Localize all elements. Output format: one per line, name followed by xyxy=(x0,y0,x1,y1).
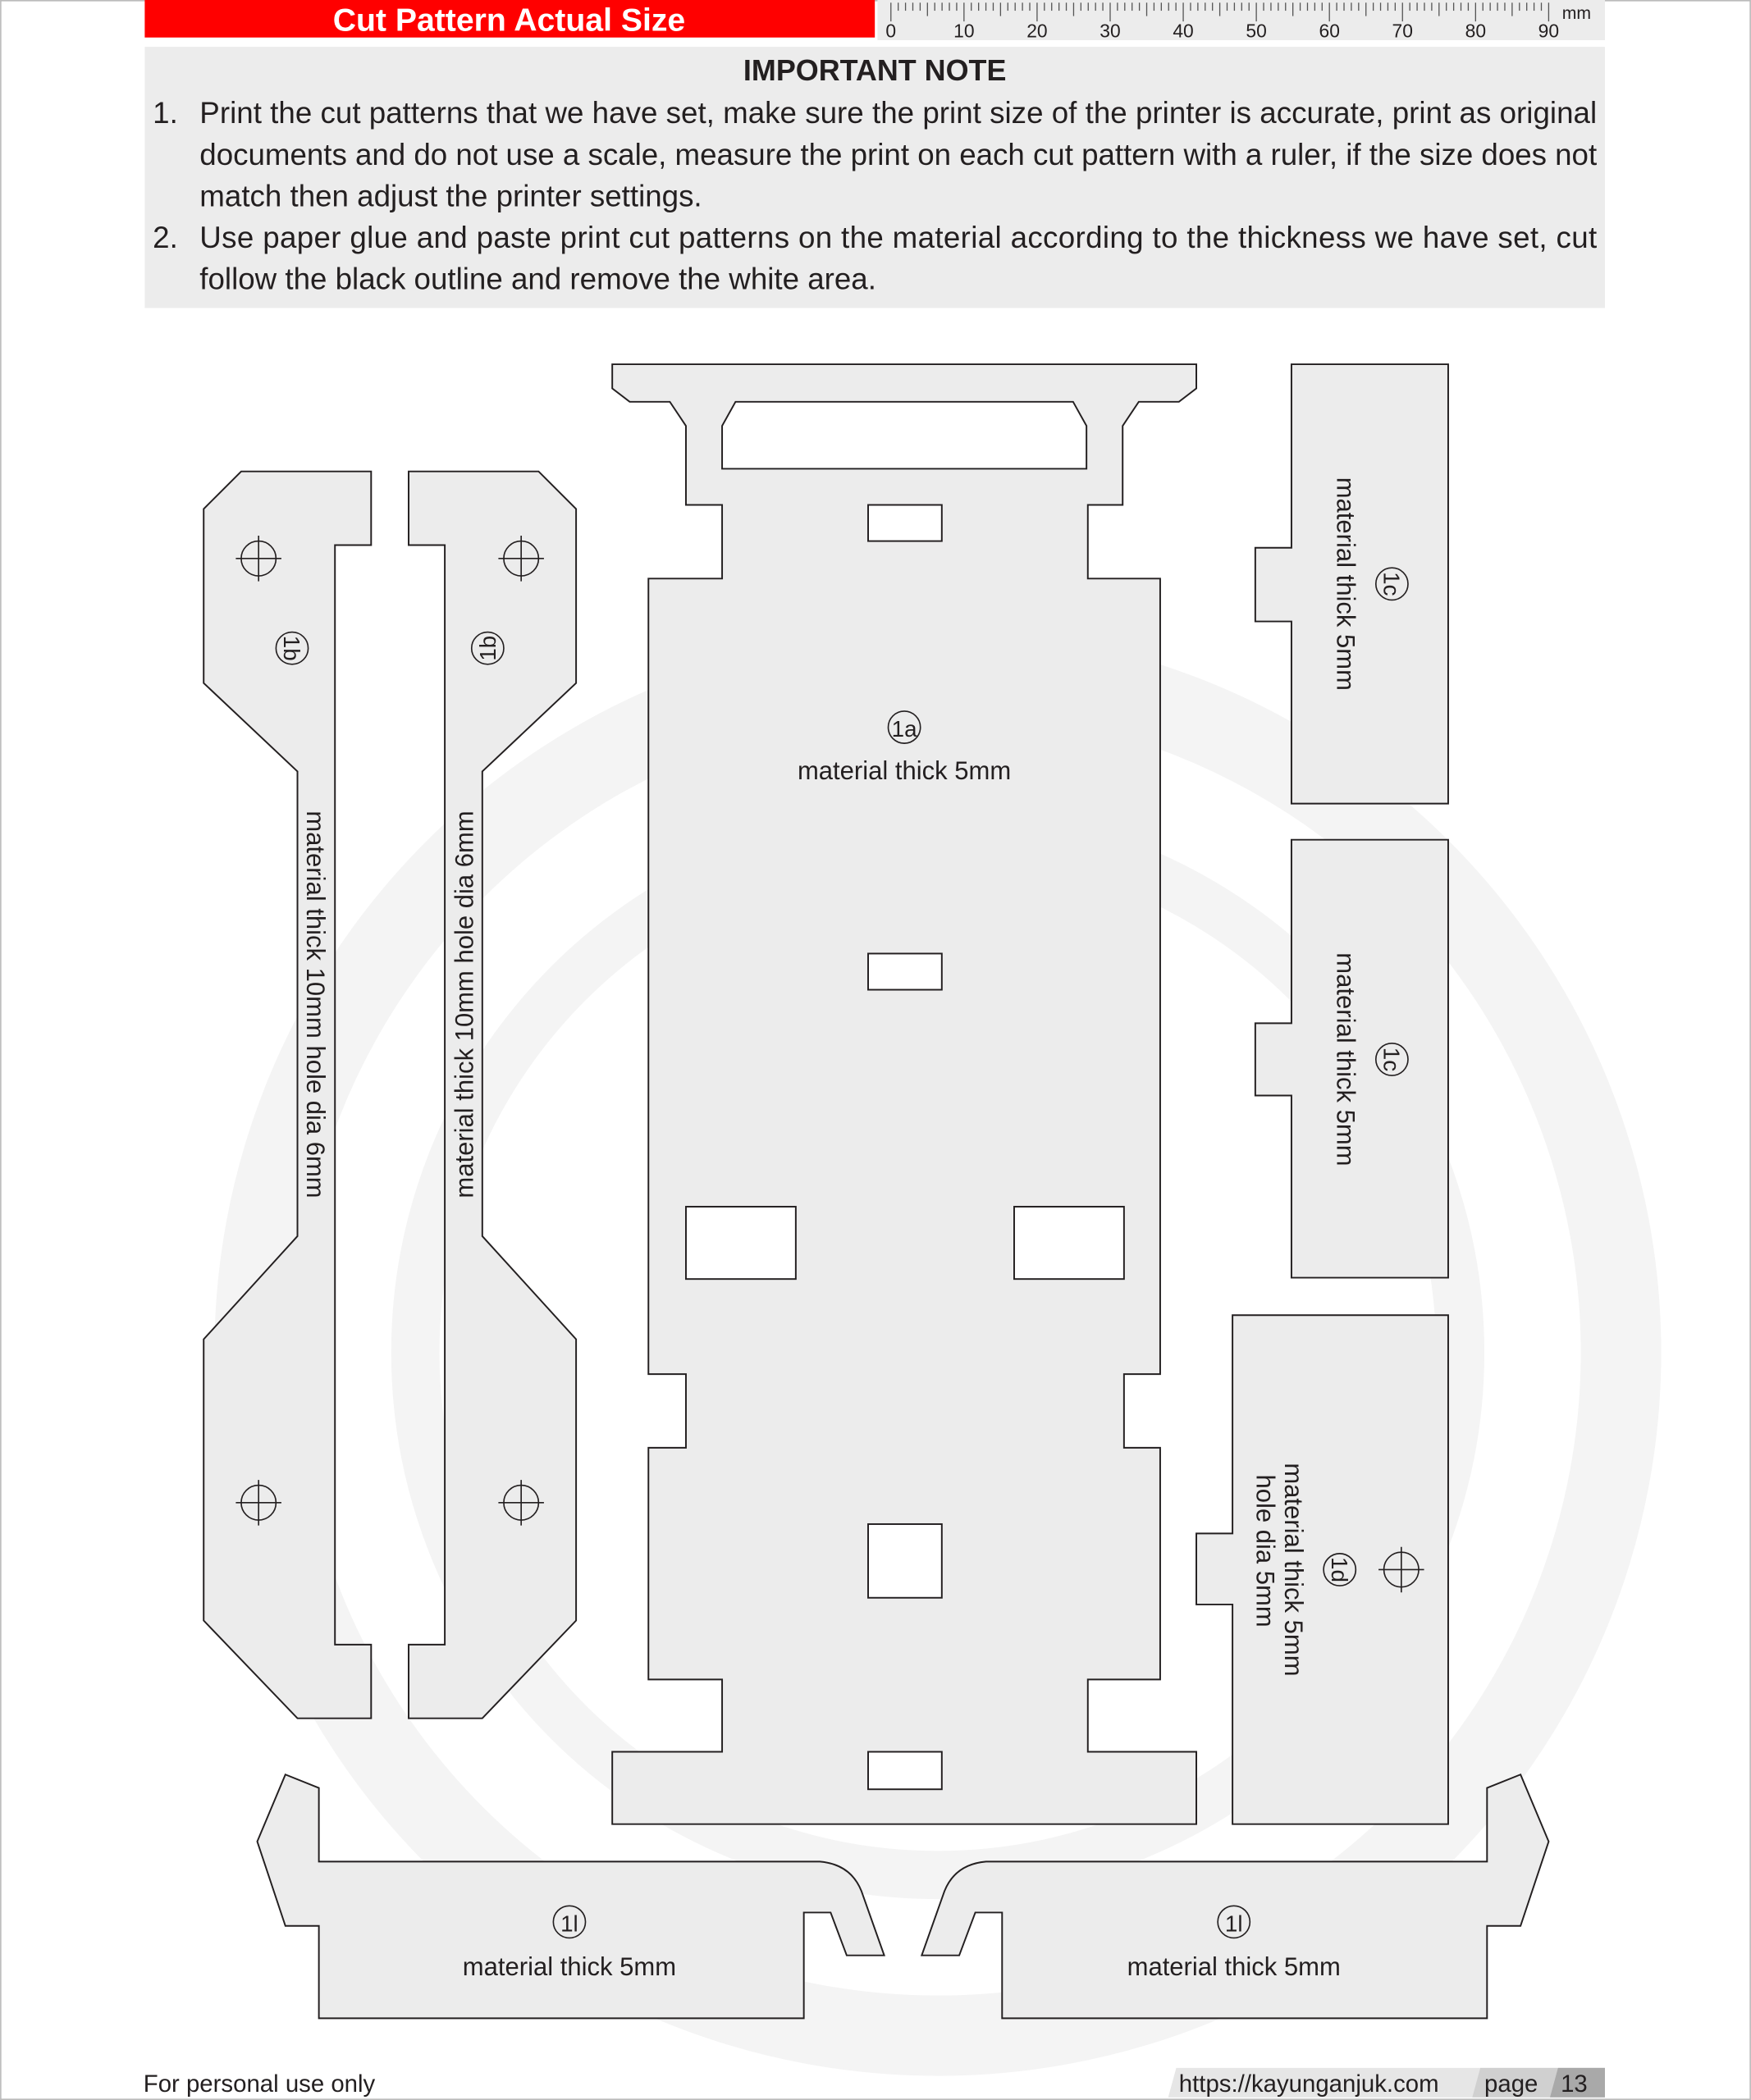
part-id: 1b xyxy=(475,636,501,661)
ruler-label: 50 xyxy=(1246,21,1266,42)
part-label: material thick 10mm hole dia 6mm xyxy=(450,810,478,1198)
part-id: 1b xyxy=(279,636,304,661)
part-id: 1c xyxy=(1379,1048,1405,1071)
part-id-circle xyxy=(887,710,921,744)
footer-page-number: 13 xyxy=(1561,2070,1588,2098)
ruler-label: 80 xyxy=(1465,21,1486,42)
part-label: material thick 5mm xyxy=(1127,1952,1341,1981)
footer-url[interactable]: https://kayunganjuk.com xyxy=(1179,2070,1439,2098)
footer-disclaimer: For personal use only xyxy=(144,2070,376,2098)
part-label-line-2: hole dia 5mm xyxy=(1250,1475,1279,1628)
note-1-num: 1. xyxy=(153,96,178,130)
part-1b-left: 1b material thick 10mm hole dia 6mm xyxy=(203,470,373,1719)
ruler-label: 40 xyxy=(1173,21,1193,42)
part-label: material thick 5mm xyxy=(1331,477,1360,691)
ruler-label: 60 xyxy=(1319,21,1339,42)
part-label: material thick 10mm hole dia 6mm xyxy=(301,810,330,1198)
ruler-label: 20 xyxy=(1026,21,1047,42)
note-1-line-3: match then adjust the printer settings. xyxy=(199,179,702,212)
ruler-label: 30 xyxy=(1100,21,1120,42)
note-1-line-1: Print the cut patterns that we have set,… xyxy=(199,96,1597,130)
part-1d: 1d material thick 5mm hole dia 5mm xyxy=(1196,1314,1449,1825)
crosshair-icon xyxy=(1378,1546,1424,1593)
ruler-label: 70 xyxy=(1392,21,1413,42)
part-id: 1d xyxy=(1327,1557,1352,1582)
header-title: Cut Pattern Actual Size xyxy=(333,3,686,39)
crosshair-icon xyxy=(498,536,544,582)
note-title: IMPORTANT NOTE xyxy=(743,53,1006,87)
crosshair-icon xyxy=(235,1480,281,1526)
part-label-line-1: material thick 5mm xyxy=(1279,1463,1308,1676)
part-label: material thick 5mm xyxy=(463,1952,676,1981)
note-2-num: 2. xyxy=(153,221,178,254)
part-1l-left: 1l material thick 5mm xyxy=(256,1773,885,2020)
part-1c-top: 1c material thick 5mm xyxy=(1254,363,1449,805)
part-id: 1l xyxy=(1225,1911,1243,1936)
ruler-label: 10 xyxy=(953,21,974,42)
note-1-line-2: documents and do not use a scale, measur… xyxy=(199,138,1597,171)
part-label: material thick 5mm xyxy=(1331,952,1360,1166)
crosshair-icon xyxy=(498,1480,544,1526)
note-2-line-1: Use paper glue and paste print cut patte… xyxy=(199,221,1597,254)
part-id: 1l xyxy=(560,1911,578,1936)
part-id: 1c xyxy=(1379,572,1405,596)
footer-page-label: page xyxy=(1484,2070,1538,2098)
part-label: material thick 5mm xyxy=(798,756,1011,785)
part-1c-bottom: 1c material thick 5mm xyxy=(1254,838,1449,1279)
ruler-label: 0 xyxy=(885,21,896,42)
ruler-unit: mm xyxy=(1562,4,1591,23)
note-box xyxy=(144,47,1605,308)
note-2-line-2: follow the black outline and remove the … xyxy=(199,262,876,296)
part-id: 1a xyxy=(892,716,917,742)
part-1l-right: 1l material thick 5mm xyxy=(920,1773,1550,2020)
header-bar xyxy=(144,0,876,38)
part-1a: 1a material thick 5mm xyxy=(611,363,1197,1825)
ruler-label: 90 xyxy=(1538,21,1559,42)
crosshair-icon xyxy=(235,536,281,582)
ruler: mm 0 10 20 30 40 50 60 70 80 90 xyxy=(877,0,1605,42)
part-1b-right: 1b material thick 10mm hole dia 6mm xyxy=(408,470,578,1719)
